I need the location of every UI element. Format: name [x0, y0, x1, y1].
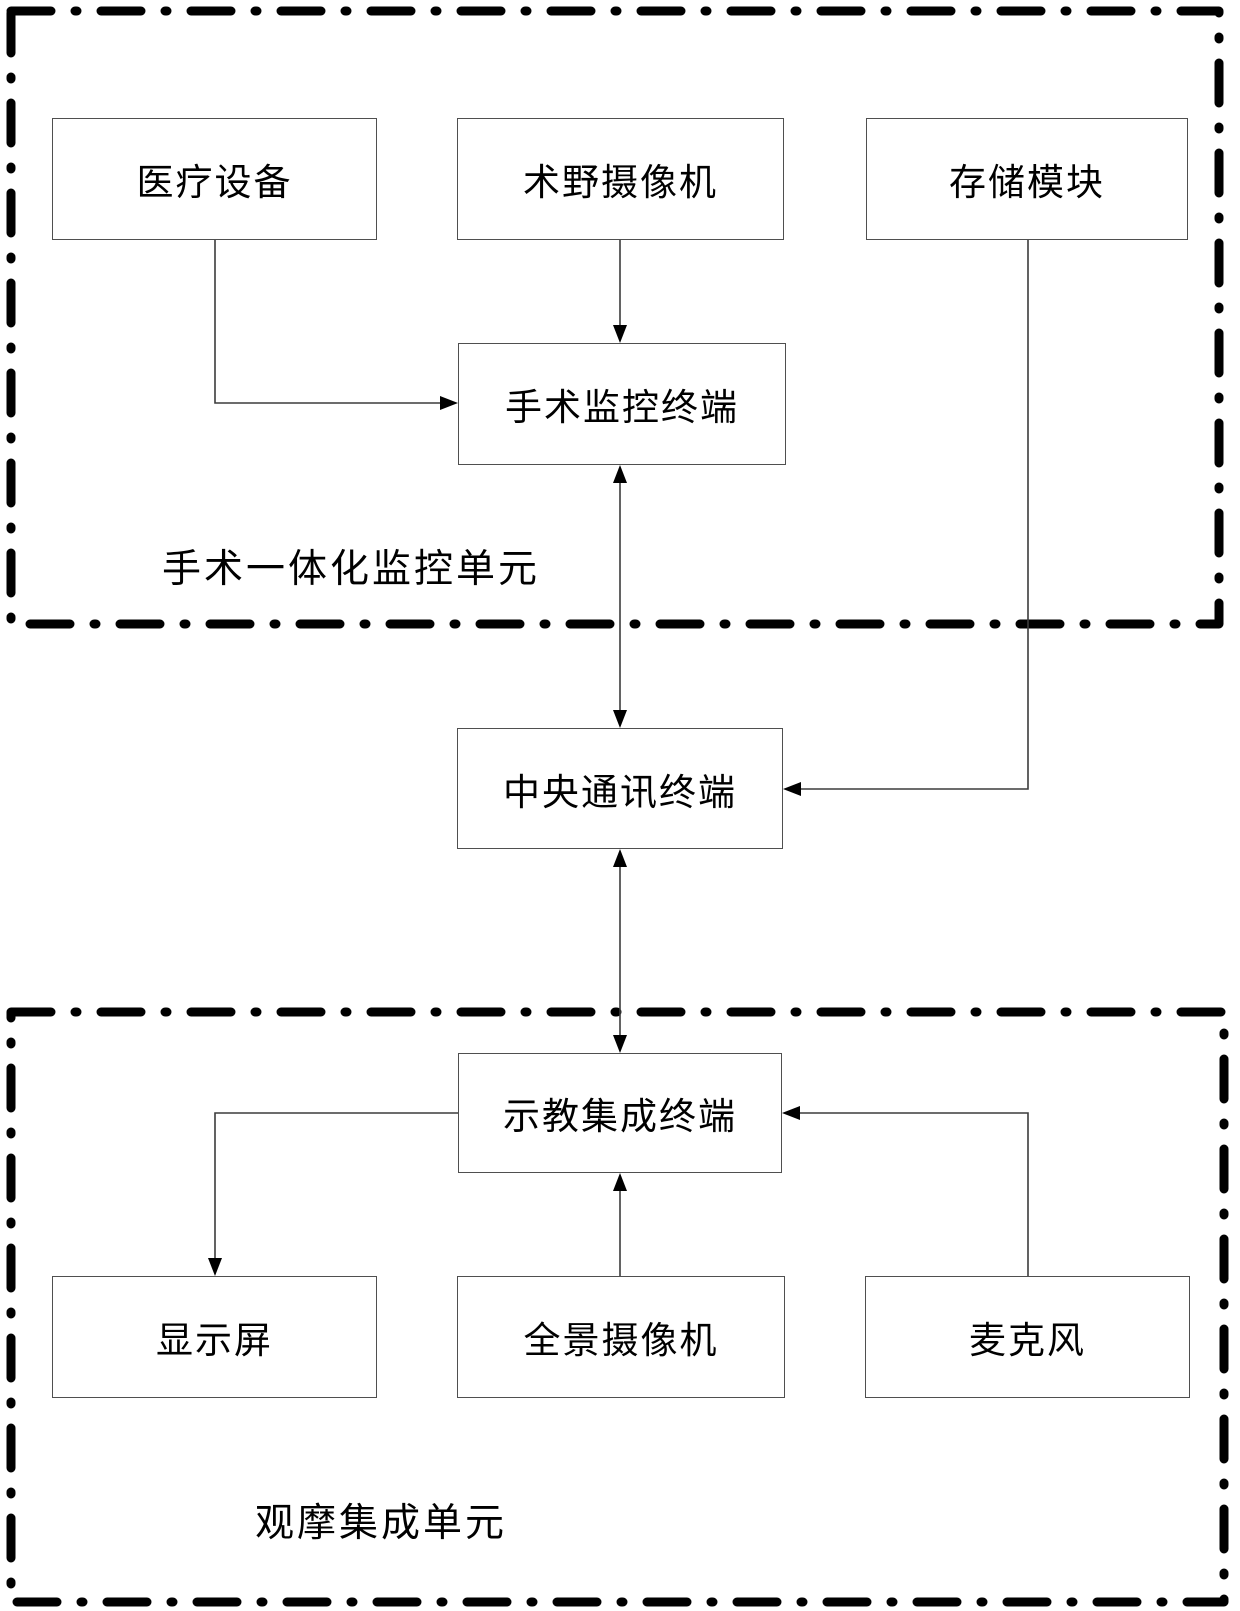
node-teaching-integration-terminal: 示教集成终端 [458, 1053, 782, 1173]
node-display-screen: 显示屏 [52, 1276, 377, 1398]
arrowhead-up-into-central-terminal [613, 849, 627, 867]
connector-medical-equipment-to-surgery-monitoring-terminal [214, 240, 442, 404]
arrowhead-up-into-surgery-monitoring-terminal [613, 465, 627, 483]
arrowhead-left-into-central-terminal [783, 782, 801, 796]
node-storage-module: 存储模块 [866, 118, 1188, 240]
arrowhead-right-into-surgery-monitoring-terminal [440, 396, 458, 410]
node-central-communication-terminal: 中央通讯终端 [457, 728, 783, 849]
connector-storage-module-to-central-terminal [801, 240, 1029, 790]
arrowhead-down-into-display-screen [208, 1258, 222, 1276]
node-microphone: 麦克风 [865, 1276, 1190, 1398]
node-surgery-monitoring-terminal: 手术监控终端 [458, 343, 786, 465]
arrowhead-down-into-surgery-monitoring-terminal [613, 325, 627, 343]
node-medical-equipment: 医疗设备 [52, 118, 377, 240]
arrowhead-down-into-central-terminal [613, 710, 627, 728]
node-surgical-field-camera: 术野摄像机 [457, 118, 784, 240]
observation-unit-label: 观摩集成单元 [255, 1502, 508, 1545]
arrowhead-down-into-teaching-terminal [613, 1035, 627, 1053]
surgery-unit-dashed-border [6, 6, 1224, 629]
connector-teaching-terminal-to-display-screen [214, 1112, 458, 1260]
arrowhead-up-into-teaching-terminal [613, 1173, 627, 1191]
arrowhead-left-into-teaching-terminal [782, 1106, 800, 1120]
surgery-unit-label: 手术一体化监控单元 [162, 548, 541, 591]
connector-microphone-to-teaching-terminal [800, 1112, 1029, 1276]
node-panoramic-camera: 全景摄像机 [457, 1276, 785, 1398]
observation-unit-dashed-border [6, 1007, 1229, 1607]
